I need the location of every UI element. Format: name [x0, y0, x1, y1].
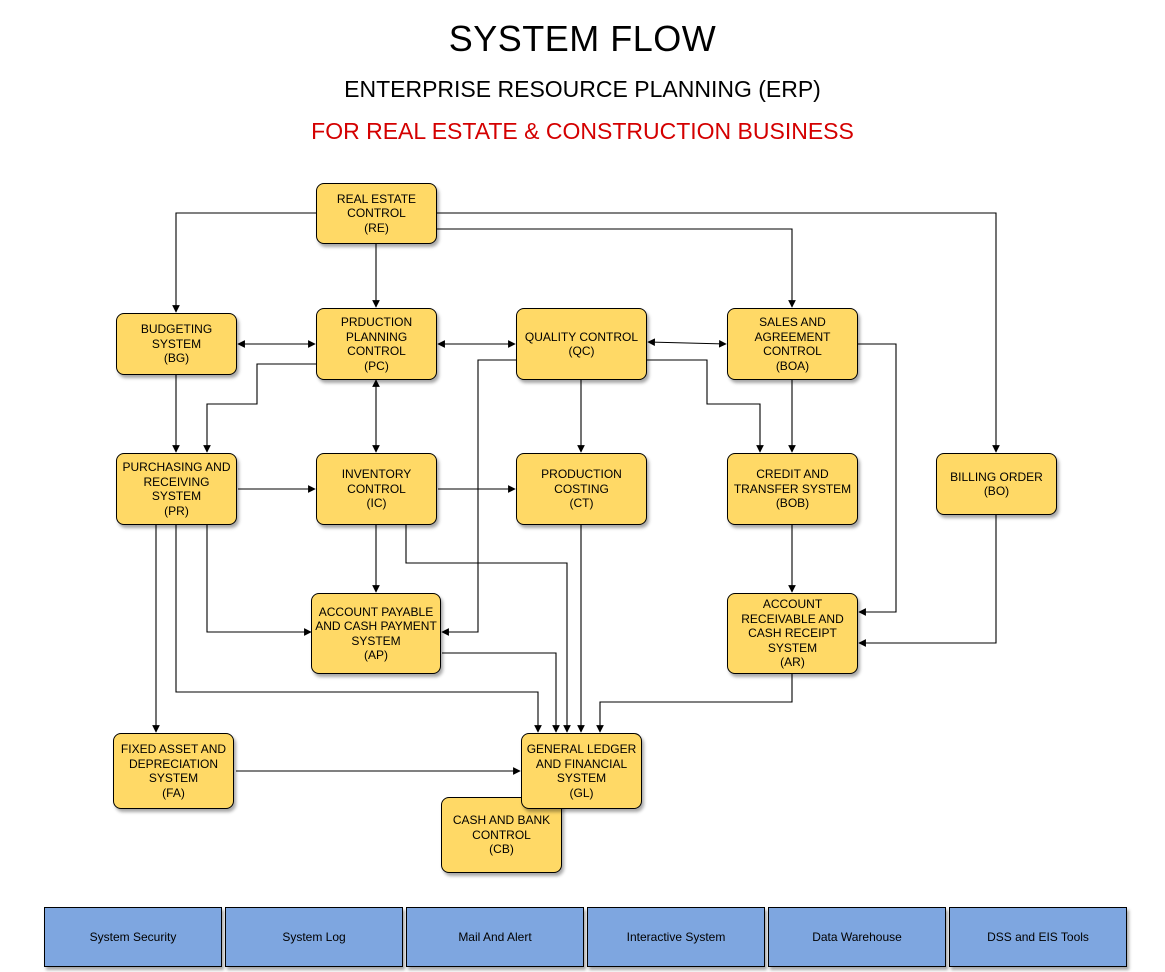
node-label: ACCOUNT PAYABLE AND CASH PAYMENT SYSTEM … [315, 604, 437, 663]
node-label: FIXED ASSET AND DEPRECIATION SYSTEM (FA) [120, 742, 227, 800]
module-dss-eis-tools[interactable]: DSS and EIS Tools [949, 907, 1127, 967]
module-system-security[interactable]: System Security [44, 907, 222, 967]
arrow-qc-to-ap [441, 359, 517, 636]
arrow-ap-to-gl [442, 652, 560, 733]
node-purchasing-receiving-system[interactable]: PURCHASING AND RECEIVING SYSTEM (PR) [116, 453, 237, 525]
arrow-ar-to-gl [596, 674, 793, 733]
node-label: GENERAL LEDGER AND FINANCIAL SYSTEM (GL) [526, 742, 637, 800]
module-mail-and-alert[interactable]: Mail And Alert [406, 907, 584, 967]
arrow-qc-to-bob [646, 359, 764, 453]
node-label: PURCHASING AND RECEIVING SYSTEM (PR) [122, 460, 231, 518]
node-cash-bank-control[interactable]: CASH AND BANK CONTROL (CB) [441, 797, 562, 873]
node-sales-agreement-control[interactable]: SALES AND AGREEMENT CONTROL (BOA) [727, 308, 858, 380]
node-label: CASH AND BANK CONTROL (CB) [452, 813, 551, 857]
arrow-ic-to-gl [405, 525, 571, 733]
node-production-planning-control[interactable]: PRDUCTION PLANNING CONTROL (PC) [316, 308, 437, 380]
node-label: INVENTORY CONTROL (IC) [341, 467, 412, 511]
arrow-re-to-boa [436, 228, 796, 308]
node-real-estate-control[interactable]: REAL ESTATE CONTROL (RE) [316, 183, 437, 244]
node-account-receivable-system[interactable]: ACCOUNT RECEIVABLE AND CASH RECEIPT SYST… [727, 593, 858, 674]
node-fixed-asset-system[interactable]: FIXED ASSET AND DEPRECIATION SYSTEM (FA) [113, 733, 234, 809]
node-billing-order[interactable]: BILLING ORDER (BO) [936, 453, 1057, 515]
node-label: SALES AND AGREEMENT CONTROL (BOA) [754, 315, 831, 373]
arrow-re-to-bo [436, 212, 1000, 453]
node-label: BUDGETING SYSTEM (BG) [140, 322, 213, 366]
module-interactive-system[interactable]: Interactive System [587, 907, 765, 967]
node-label: ACCOUNT RECEIVABLE AND CASH RECEIPT SYST… [741, 597, 844, 670]
arrow-qc-boa [647, 338, 727, 348]
diagram-subtitle-business: FOR REAL ESTATE & CONSTRUCTION BUSINESS [311, 118, 854, 144]
node-account-payable-system[interactable]: ACCOUNT PAYABLE AND CASH PAYMENT SYSTEM … [311, 593, 441, 674]
node-label: CREDIT AND TRANSFER SYSTEM (BOB) [733, 467, 852, 511]
node-label: PRDUCTION PLANNING CONTROL (PC) [340, 315, 413, 373]
arrow-pr-to-ap [206, 525, 312, 636]
module-data-warehouse[interactable]: Data Warehouse [768, 907, 946, 967]
node-credit-transfer-system[interactable]: CREDIT AND TRANSFER SYSTEM (BOB) [727, 453, 858, 525]
diagram-title: SYSTEM FLOW [448, 18, 717, 59]
node-label: REAL ESTATE CONTROL (RE) [336, 191, 417, 235]
module-system-log[interactable]: System Log [225, 907, 403, 967]
node-quality-control[interactable]: QUALITY CONTROL (QC) [516, 308, 647, 380]
node-inventory-control[interactable]: INVENTORY CONTROL (IC) [316, 453, 437, 525]
diagram-subtitle: ENTERPRISE RESOURCE PLANNING (ERP) [344, 76, 821, 102]
node-general-ledger-system[interactable]: GENERAL LEDGER AND FINANCIAL SYSTEM (GL) [521, 733, 642, 809]
node-production-costing[interactable]: PRODUCTION COSTING (CT) [516, 453, 647, 525]
node-budgeting-system[interactable]: BUDGETING SYSTEM (BG) [116, 313, 237, 375]
arrow-bo-to-ar [858, 515, 997, 647]
arrow-pc-to-pr [203, 363, 317, 453]
node-label: BILLING ORDER (BO) [950, 469, 1043, 499]
arrow-re-to-bg [172, 212, 317, 313]
arrow-pr-to-gl [175, 525, 542, 733]
node-label: PRODUCTION COSTING (CT) [541, 467, 622, 511]
arrow-boa-to-ar [858, 343, 897, 616]
node-label: QUALITY CONTROL (QC) [524, 329, 639, 359]
